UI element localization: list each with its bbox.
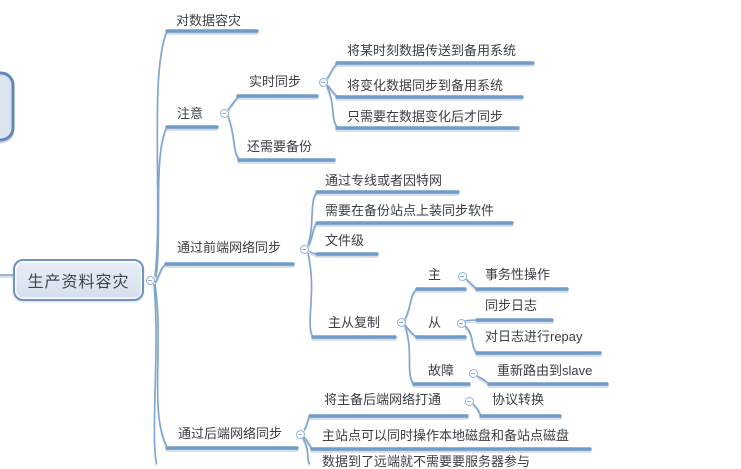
node-sync-on-change[interactable]: 只需要在数据变化后才同步 <box>347 109 504 124</box>
node-need-backup[interactable]: 还需要备份 <box>247 139 313 154</box>
node-sync-log[interactable]: 同步日志 <box>485 298 538 313</box>
connector-root-attention <box>155 126 168 278</box>
connector-slave-repay <box>464 325 478 354</box>
node-sync-changes[interactable]: 将变化数据同步到备用系统 <box>347 78 504 93</box>
node-install-software[interactable]: 需要在备份站点上装同步软件 <box>325 203 495 218</box>
connector-root-offscreen-branch <box>153 283 158 464</box>
node-master[interactable]: 主 <box>428 267 442 282</box>
collapse-icon-connect-networks[interactable] <box>464 396 474 406</box>
connector-backend-child3 <box>302 437 311 464</box>
connector-masterslave-failure <box>404 325 415 385</box>
node-operate-disks[interactable]: 主站点可以同时操作本地磁盘和备站点磁盘 <box>322 428 570 443</box>
connector-frontend-masterslave <box>307 252 314 338</box>
node-master-slave[interactable]: 主从复制 <box>328 315 381 330</box>
connector-connectnet-protocol <box>472 403 482 417</box>
connector-frontend-child2 <box>307 222 318 247</box>
sub-branch-curves <box>227 62 490 464</box>
connector-root-data-recovery <box>154 30 168 277</box>
collapse-icon-master-slave[interactable] <box>396 317 406 327</box>
node-data-recovery[interactable]: 对数据容灾 <box>176 13 242 28</box>
collapse-icon-attention[interactable] <box>219 108 229 118</box>
root-node[interactable]: 生产资料容灾 <box>13 259 144 301</box>
connector-masterslave-master <box>404 288 418 320</box>
node-underlines <box>164 29 609 451</box>
node-transaction-ops[interactable]: 事务性操作 <box>485 267 551 282</box>
node-realtime-sync[interactable]: 实时同步 <box>249 74 302 89</box>
collapse-icon-frontend-sync[interactable] <box>299 244 309 254</box>
node-backend-sync[interactable]: 通过后端网络同步 <box>178 426 283 441</box>
node-failure[interactable]: 故障 <box>428 363 455 378</box>
root-node-label: 生产资料容灾 <box>27 274 130 291</box>
connector-attention-realtime <box>227 95 240 111</box>
node-leased-line[interactable]: 通过专线或者因特网 <box>325 173 443 188</box>
collapse-icon-master[interactable] <box>457 271 467 281</box>
connector-backend-child1 <box>303 415 311 431</box>
root-branch-curves <box>153 30 168 464</box>
node-file-level[interactable]: 文件级 <box>325 233 365 248</box>
collapse-icon-failure[interactable] <box>468 368 478 378</box>
connector-realtime-child3 <box>326 85 339 129</box>
collapse-icon-backend-sync[interactable] <box>295 429 305 439</box>
connector-root-backend-sync <box>154 283 168 448</box>
collapse-icon-realtime-sync[interactable] <box>318 77 328 87</box>
connector-failure-reroute <box>476 375 490 385</box>
node-slave[interactable]: 从 <box>428 315 442 330</box>
node-protocol-convert[interactable]: 协议转换 <box>492 392 545 407</box>
collapse-icon-slave[interactable] <box>456 318 466 328</box>
node-frontend-sync[interactable]: 通过前端网络同步 <box>177 240 282 255</box>
node-send-snapshot[interactable]: 将某时刻数据传送到备用系统 <box>347 43 517 58</box>
connector-frontend-child1 <box>307 191 318 246</box>
connector-realtime-child1 <box>326 62 339 80</box>
offscreen-node-box <box>0 71 15 142</box>
node-log-repay[interactable]: 对日志进行repay <box>485 329 583 344</box>
connector-attention-backup <box>227 115 241 161</box>
node-attention[interactable]: 注意 <box>177 106 204 121</box>
node-reroute-slave[interactable]: 重新路由到slave <box>497 363 593 378</box>
node-no-server-needed[interactable]: 数据到了远端就不需要要服务器参与 <box>322 454 531 469</box>
connector-master-transaction <box>465 278 478 290</box>
node-connect-networks[interactable]: 将主备后端网络打通 <box>324 392 442 407</box>
collapse-icon-root[interactable] <box>145 275 155 285</box>
connector-slave-synclog <box>464 319 478 322</box>
